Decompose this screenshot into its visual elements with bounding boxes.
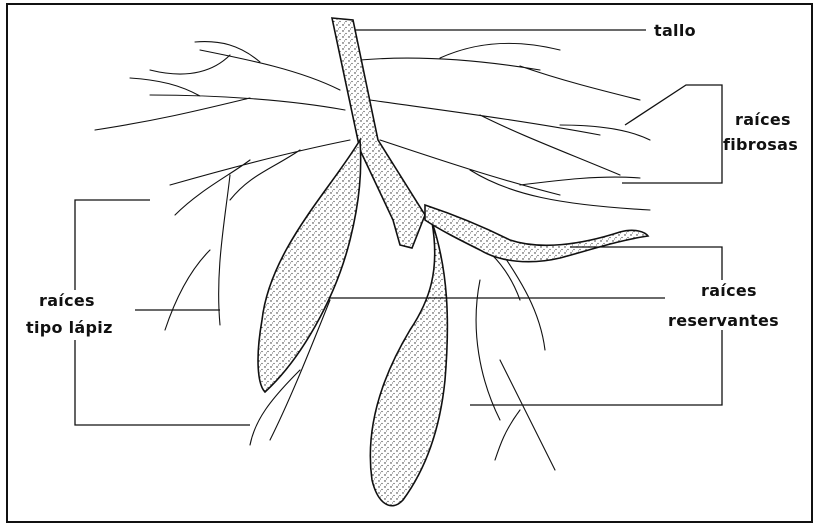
label-fibrosas-line2: fibrosas bbox=[723, 135, 798, 155]
label-lapiz-line1: raíces bbox=[39, 291, 95, 311]
storage-root-center bbox=[370, 222, 447, 506]
label-tallo: tallo bbox=[654, 21, 696, 41]
label-reservantes-line2: reservantes bbox=[668, 311, 779, 331]
label-reservantes-line1: raíces bbox=[701, 281, 757, 301]
storage-root-right bbox=[425, 205, 648, 262]
label-lapiz-line2: tipo lápiz bbox=[26, 318, 113, 338]
storage-root-left bbox=[258, 140, 361, 392]
label-fibrosas-line1: raíces bbox=[735, 110, 791, 130]
